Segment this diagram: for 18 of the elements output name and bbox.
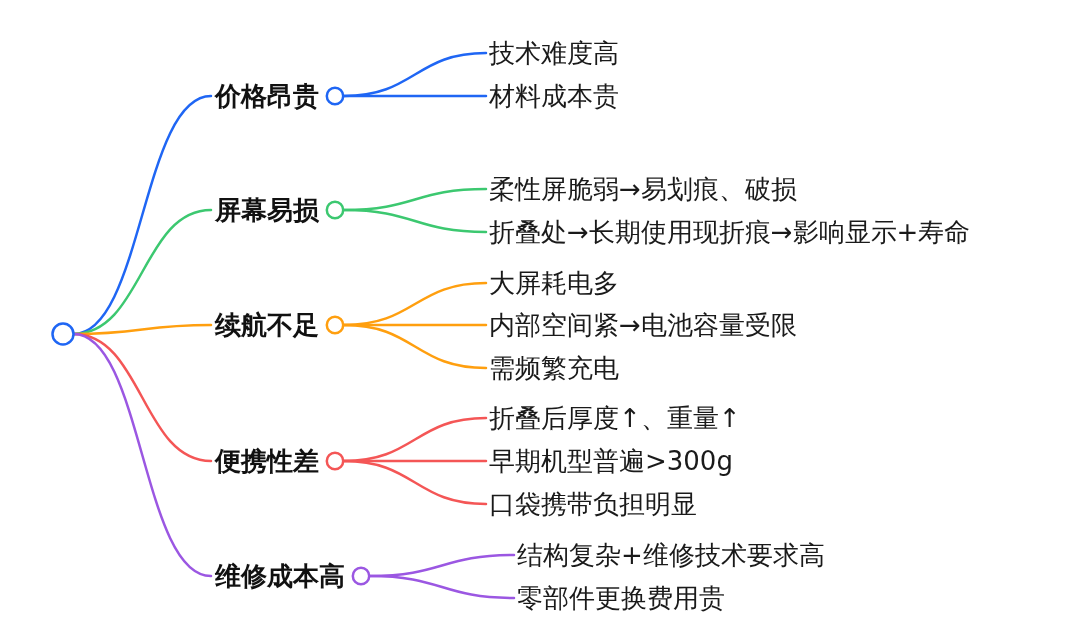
leaf-label: 口袋携带负担明显 [486,487,697,521]
leaf-label: 内部空间紧→电池容量受限 [486,308,797,342]
root-circle [50,321,76,347]
branch-label: 便携性差 [215,445,319,478]
branch-label: 续航不足 [215,309,319,342]
leaf-label: 材料成本贵 [486,79,619,113]
leaf-label: 折叠处→长期使用现折痕→影响显示+寿命 [486,215,971,249]
branch-label: 维修成本高 [215,560,345,593]
branch-label: 屏幕易损 [215,194,319,227]
leaf-label: 早期机型普遍>300g [486,444,733,478]
branch-label: 价格昂贵 [215,80,319,113]
leaf-label: 大屏耗电多 [486,266,619,300]
leaf-label: 折叠后厚度↑、重量↑ [486,401,741,435]
leaf-label: 结构复杂+维修技术要求高 [514,538,825,572]
leaf-label: 技术难度高 [486,36,619,70]
leaf-label: 需频繁充电 [486,351,619,385]
leaf-label: 柔性屏脆弱→易划痕、破损 [486,172,797,206]
leaf-label: 零部件更换费用贵 [514,581,725,615]
